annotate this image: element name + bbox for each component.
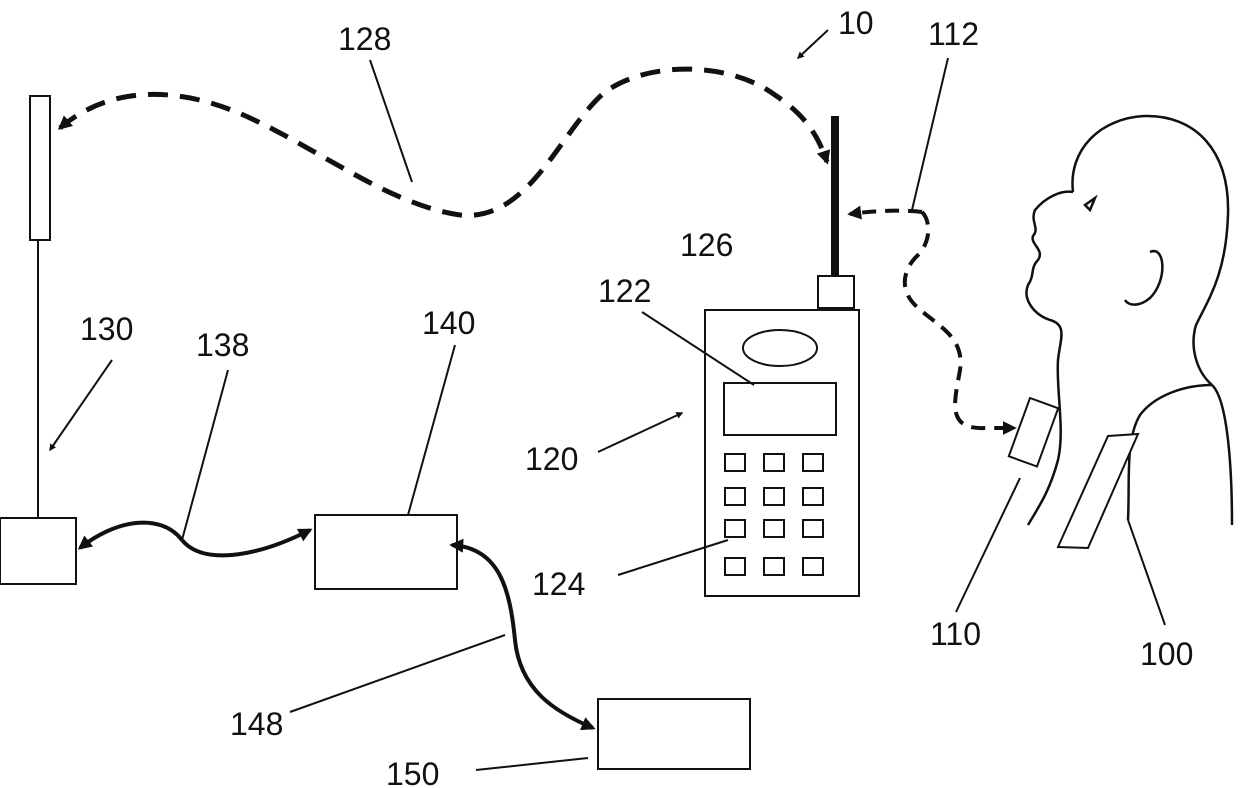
label-140: 140 xyxy=(422,305,475,341)
key-2 xyxy=(764,454,784,471)
leader-128 xyxy=(370,60,412,182)
unit-150-box xyxy=(598,699,750,769)
label-130: 130 xyxy=(80,311,133,347)
key-star xyxy=(725,558,745,575)
leader-110 xyxy=(956,478,1020,612)
garment-strip xyxy=(1058,434,1138,548)
leader-10 xyxy=(798,30,828,58)
head-outline xyxy=(1072,116,1228,385)
ear xyxy=(1125,251,1162,305)
throat-sensor xyxy=(1009,398,1058,467)
radio-link-128 xyxy=(60,69,827,215)
shoulder-outer xyxy=(1212,385,1232,525)
phone-speaker xyxy=(743,330,817,366)
label-124: 124 xyxy=(532,566,585,602)
label-112: 112 xyxy=(928,16,979,52)
shoulder-inner xyxy=(1128,385,1212,520)
key-5 xyxy=(764,488,784,505)
key-8 xyxy=(764,520,784,537)
label-120: 120 xyxy=(525,441,578,477)
phone-antenna-base xyxy=(818,276,854,308)
leader-120 xyxy=(598,413,682,452)
key-6 xyxy=(803,488,823,505)
face-profile xyxy=(1027,192,1073,525)
leader-140 xyxy=(408,345,455,515)
leader-130 xyxy=(50,360,112,450)
key-7 xyxy=(725,520,745,537)
key-1 xyxy=(725,454,745,471)
voice-path-to-phone xyxy=(850,211,922,214)
link-138 xyxy=(80,523,310,556)
leader-112 xyxy=(912,58,948,210)
label-126: 126 xyxy=(680,227,733,263)
leader-148 xyxy=(290,635,505,712)
leader-150 xyxy=(476,758,588,770)
label-110: 110 xyxy=(930,616,981,652)
unit-140-box xyxy=(315,515,457,589)
label-100: 100 xyxy=(1140,636,1193,672)
leader-100 xyxy=(1128,520,1165,625)
key-4 xyxy=(725,488,745,505)
label-122: 122 xyxy=(598,273,651,309)
leader-138 xyxy=(182,370,228,540)
label-148: 148 xyxy=(230,706,283,742)
key-3 xyxy=(803,454,823,471)
eye xyxy=(1085,198,1095,210)
phone-antenna xyxy=(831,116,839,276)
label-138: 138 xyxy=(196,327,249,363)
base-antenna xyxy=(30,96,50,240)
label-128: 128 xyxy=(338,21,391,57)
phone-display xyxy=(724,383,836,435)
voice-path-112 xyxy=(905,212,1014,428)
label-10: 10 xyxy=(838,5,874,41)
key-0 xyxy=(764,558,784,575)
label-150: 150 xyxy=(386,756,439,788)
key-9 xyxy=(803,520,823,537)
key-hash xyxy=(803,558,823,575)
base-station-box xyxy=(0,518,76,584)
